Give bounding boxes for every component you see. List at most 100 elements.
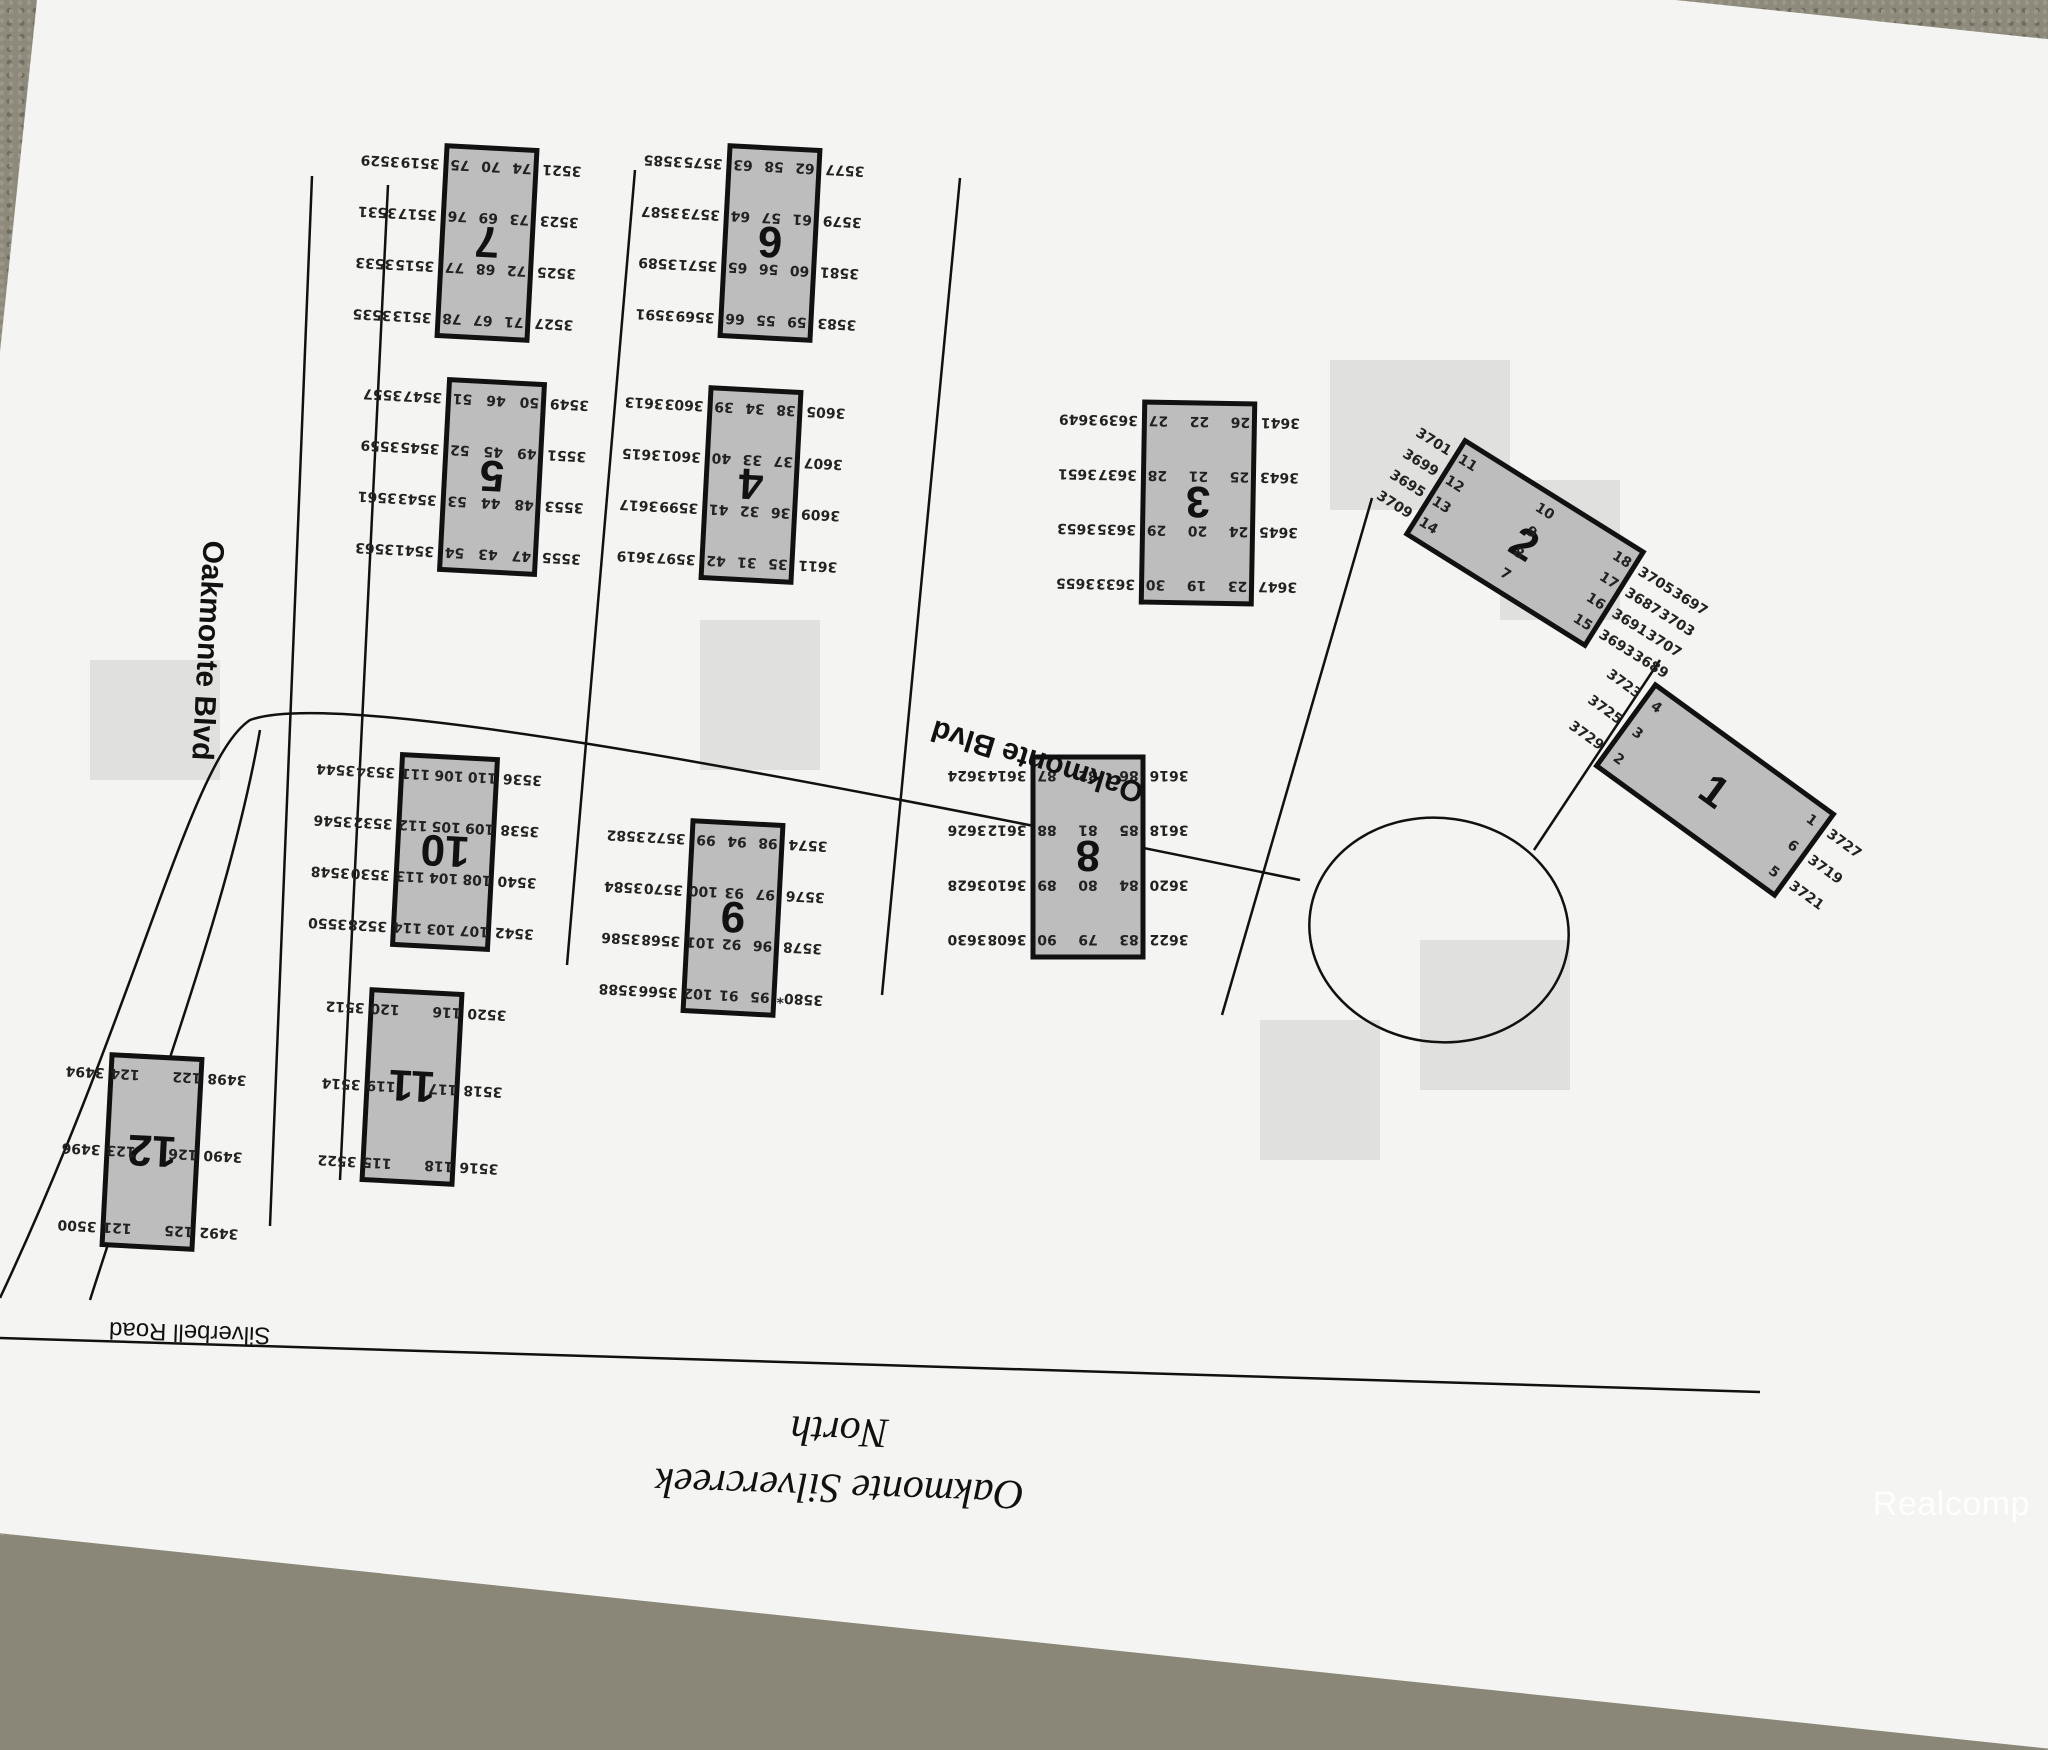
- lot-number: 80: [1078, 876, 1098, 892]
- address-number: 3624: [947, 767, 986, 783]
- lot-number: 115: [362, 1154, 392, 1172]
- lot-number: 105: [431, 818, 461, 836]
- address-number: 3541: [395, 541, 435, 559]
- lot-number: 28: [1148, 467, 1168, 483]
- block-12: 1212512612212112312434923490349835003496…: [57, 1052, 247, 1252]
- address-number: 3626: [948, 822, 987, 838]
- road-edge-2: [338, 184, 390, 1181]
- address-number: 3729: [1566, 718, 1607, 754]
- address-number: 3573: [681, 205, 721, 223]
- address-number: 3599: [659, 498, 699, 516]
- address-number: 3536: [503, 770, 543, 788]
- lot-number: 98: [758, 834, 778, 851]
- block-rect: [1030, 754, 1146, 960]
- address-number: 3579: [822, 212, 862, 230]
- address-number: 3490: [203, 1147, 243, 1165]
- block-rect: [99, 1052, 205, 1252]
- lot-number: 72: [506, 262, 526, 279]
- address-number: 3645: [1259, 523, 1298, 540]
- blocks-layer: 1432165372337253729372737193721211121314…: [57, 143, 1864, 1252]
- address-number: 3529: [360, 151, 400, 169]
- address-number: 3649: [1059, 411, 1098, 428]
- lot-number: 40: [711, 449, 732, 466]
- road-edge-3: [565, 169, 637, 966]
- lot-number: 54: [444, 544, 465, 561]
- lot-number: 43: [478, 545, 498, 562]
- address-number: 3548: [310, 863, 350, 881]
- address-number: 3568: [641, 931, 681, 949]
- address-number: 3617: [619, 496, 659, 514]
- lot-number: 31: [737, 553, 757, 570]
- silverbell-road-line: [0, 1336, 1761, 1394]
- lot-number: 116: [432, 1003, 462, 1021]
- address-number: 3610: [987, 876, 1026, 892]
- address-number: 3639: [1099, 411, 1138, 428]
- lot-number: 57: [761, 209, 781, 226]
- lot-number: 36: [770, 504, 790, 521]
- lot-number: 34: [745, 400, 766, 417]
- address-number: 3553: [544, 497, 584, 515]
- lot-number: 102: [683, 985, 713, 1003]
- address-number: 3607: [803, 454, 843, 472]
- block-number: 3: [1185, 477, 1210, 526]
- address-number: 3522: [317, 1151, 357, 1169]
- address-number: 3653: [1057, 520, 1096, 537]
- lot-number: 58: [764, 158, 784, 175]
- address-number: 3651: [1058, 465, 1097, 482]
- address-number: 3633: [1096, 575, 1135, 592]
- block-rect: [389, 752, 501, 952]
- address-number: 3543: [397, 490, 437, 508]
- lot-number: 22: [1190, 413, 1210, 429]
- block-number: 10: [419, 825, 470, 876]
- road-curve-outer: [0, 711, 1301, 1299]
- address-number: 3538: [500, 821, 540, 839]
- address-number: 3561: [357, 488, 397, 506]
- block-4: 4353637383132333442414039361136093607360…: [616, 385, 846, 585]
- block-number: 7: [474, 216, 501, 266]
- lot-number: 122: [172, 1068, 202, 1086]
- address-number: 3550: [307, 914, 347, 932]
- lot-number: 120: [370, 1000, 400, 1018]
- address-number: 3635: [1097, 521, 1136, 538]
- lot-number: 42: [706, 552, 726, 569]
- lot-number: 45: [483, 443, 503, 460]
- block-number: 6: [757, 216, 784, 266]
- address-number: 3643: [1260, 469, 1299, 486]
- site-plan-map: 1432165372337253729372737193721211121314…: [0, 143, 1864, 1517]
- address-number: 3555: [541, 549, 581, 567]
- lot-number: 95: [750, 988, 770, 1005]
- address-number: 3588: [598, 980, 638, 998]
- lot-number: 30: [1145, 576, 1165, 592]
- block-11: 1111811711611511912035163518352035223514…: [317, 987, 507, 1187]
- address-number: 3611: [798, 557, 838, 575]
- address-number: 3615: [622, 445, 662, 463]
- address-number: 3591: [635, 305, 675, 323]
- lot-number: 111: [401, 765, 431, 783]
- lot-number: 48: [514, 496, 534, 513]
- address-number: 3527: [534, 315, 574, 333]
- address-number: 3492: [199, 1224, 239, 1242]
- address-number: 3583: [817, 315, 857, 333]
- address-number: 3582: [606, 826, 646, 844]
- address-number: 3544: [316, 760, 356, 778]
- block-rect: [680, 818, 786, 1018]
- block-2: 2111213141098718171615370136993695370936…: [1374, 425, 1711, 682]
- address-number: 3531: [358, 203, 398, 221]
- lot-number: 35: [768, 555, 788, 572]
- lot-number: 93: [724, 884, 744, 901]
- lot-number: 21: [1189, 468, 1209, 484]
- address-number: 3546: [313, 811, 353, 829]
- block-number: 11: [388, 1060, 437, 1111]
- lot-number: 118: [424, 1157, 454, 1175]
- address-number: 3500: [57, 1216, 97, 1234]
- address-number: 3609: [801, 505, 841, 523]
- realcomp-watermark: Realcomp: [1872, 1485, 2030, 1523]
- block-number: 5: [479, 450, 506, 500]
- address-number: 3557: [363, 385, 403, 403]
- block-rect: [698, 385, 804, 585]
- address-number: 3523: [539, 212, 579, 230]
- lot-number: 62: [795, 159, 815, 176]
- address-number: 3580*: [776, 989, 824, 1007]
- lot-number: 75: [450, 156, 470, 173]
- address-number: 3532: [353, 814, 393, 832]
